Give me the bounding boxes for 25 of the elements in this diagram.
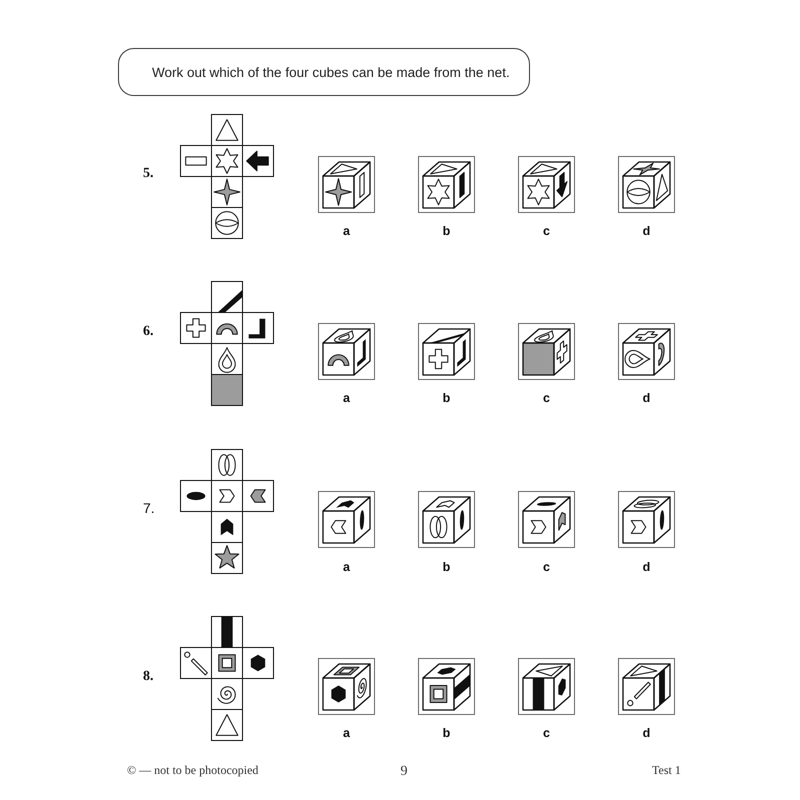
option-letter: d (642, 726, 650, 740)
option-letter: b (442, 392, 450, 404)
option-letter: b (442, 726, 450, 740)
option-letter: c (543, 726, 550, 740)
option-letter: c (543, 560, 550, 574)
instruction-box (118, 48, 530, 96)
question-number: 7. (143, 501, 155, 515)
option-letter: d (642, 224, 650, 238)
option-letter: c (543, 224, 550, 238)
option-letter: a (343, 224, 350, 238)
option-letter: c (543, 392, 550, 404)
question-number: 5. (143, 167, 154, 181)
page-number: 9 (400, 765, 408, 779)
test-label: Test 1 (652, 764, 681, 776)
option-letter: a (343, 726, 350, 740)
option-letter: b (442, 224, 450, 238)
footer-note: © — not to be photocopied (127, 764, 258, 776)
option-letter: a (343, 392, 350, 404)
instruction-text: Work out which of the four cubes can be made from the net. (152, 64, 510, 80)
option-letter: b (442, 560, 450, 574)
option-letter: d (642, 392, 650, 404)
question-number: 6. (143, 325, 154, 339)
option-letter: d (642, 560, 650, 574)
option-letter: a (343, 560, 350, 574)
question-number: 8. (143, 670, 154, 684)
